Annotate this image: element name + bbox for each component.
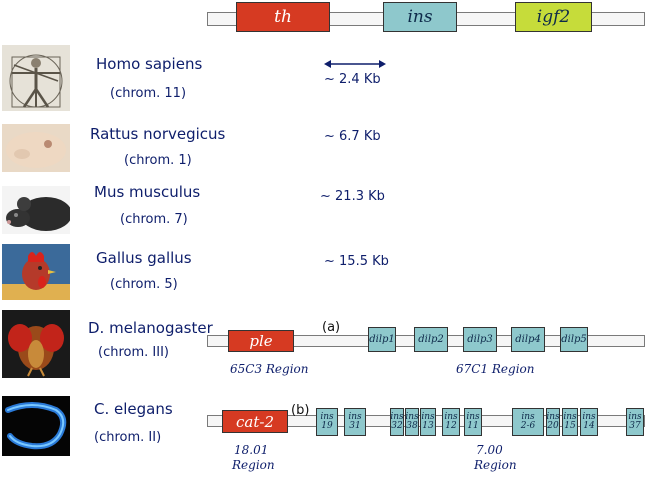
celegans-region-left-line1: 18.01: [234, 443, 269, 457]
mouse-photo: [2, 186, 70, 234]
dmel-gene-dilp4: dilp4: [511, 327, 545, 352]
ins11-num: 11: [467, 421, 479, 431]
ins11-name: ins: [466, 412, 480, 422]
gene-igf2: igf2: [515, 2, 592, 32]
distance-double-arrow: [324, 60, 386, 68]
celegans-region-left-line2: Region: [232, 458, 275, 472]
species-name-mus: Mus musculus: [94, 183, 201, 201]
dmel-gene-dilp1-label: dilp1: [369, 334, 395, 345]
celegans-region-right-line1: 7.00: [476, 443, 503, 457]
chrom-rattus: (chrom. 1): [124, 153, 192, 168]
gene-igf2-label: igf2: [536, 7, 571, 27]
dmel-gene-dilp2: dilp2: [414, 327, 448, 352]
dmel-gene-ple: ple: [228, 330, 294, 352]
ins31-num: 31: [349, 421, 361, 431]
species-name-celegans: C. elegans: [94, 400, 173, 418]
dmel-gene-dilp3: dilp3: [463, 327, 497, 352]
ins12-num: 12: [445, 421, 457, 431]
ins12-name: ins: [444, 412, 458, 422]
celegans-gene-cat2-label: cat-2: [236, 412, 274, 431]
ins32-num: 32: [391, 421, 403, 431]
ins13-name: ins: [421, 412, 435, 422]
ins37-num: 37: [629, 421, 641, 431]
species-name-gallus: Gallus gallus: [96, 249, 192, 267]
distance-gallus: ~ 15.5 Kb: [324, 254, 389, 269]
ins38-num: 38: [406, 421, 418, 431]
gene-ins: ins: [383, 2, 457, 32]
rat-photo: [2, 124, 70, 172]
dmel-gene-dilp4-label: dilp4: [515, 334, 541, 345]
ins15-num: 15: [564, 421, 576, 431]
chrom-homo-sapiens: (chrom. 11): [110, 86, 187, 101]
ins2-6-num: 2-6: [520, 421, 536, 431]
distance-rattus: ~ 6.7 Kb: [324, 129, 381, 144]
ins19-name: ins: [320, 412, 334, 422]
ins15-name: ins: [563, 412, 577, 422]
dmel-gene-dilp5-label: dilp5: [561, 334, 587, 345]
dmel-gene-dilp2-label: dilp2: [418, 334, 444, 345]
species-name-dmel: D. melanogaster: [88, 319, 213, 337]
celegans-gene-cat2: cat-2: [222, 410, 288, 433]
ins20-num: 20: [547, 421, 559, 431]
chrom-celegans: (chrom. II): [94, 430, 162, 445]
ins14-name: ins: [582, 412, 596, 422]
gene-th-label: th: [274, 7, 292, 27]
ins20-name: ins: [546, 412, 560, 422]
ins38-name: ins: [405, 412, 419, 422]
chrom-gallus: (chrom. 5): [110, 277, 178, 292]
ins2-6-name: ins: [521, 412, 535, 422]
ins37-name: ins: [628, 412, 642, 422]
chrom-dmel: (chrom. III): [98, 345, 169, 360]
chrom-mus: (chrom. 7): [120, 212, 188, 227]
vitruvian-man-photo: [2, 45, 70, 111]
species-name-homo-sapiens: Homo sapiens: [96, 55, 203, 73]
ins19-num: 19: [321, 421, 333, 431]
fruit-fly-photo: [2, 310, 70, 378]
species-name-rattus: Rattus norvegicus: [90, 125, 226, 143]
dmel-gene-dilp1: dilp1: [368, 327, 396, 352]
dmel-region-right: 67C1 Region: [456, 362, 535, 376]
distance-homo-sapiens: ~ 2.4 Kb: [324, 72, 381, 87]
ins14-num: 14: [583, 421, 595, 431]
distance-mus: ~ 21.3 Kb: [320, 189, 385, 204]
celegans-region-right-line2: Region: [474, 458, 517, 472]
dmel-gene-dilp3-label: dilp3: [467, 334, 493, 345]
worm-photo: [2, 396, 70, 456]
dmel-gene-ple-label: ple: [249, 332, 273, 350]
gene-th: th: [236, 2, 330, 32]
rooster-photo: [2, 244, 70, 300]
ins13-num: 13: [422, 421, 434, 431]
dmel-region-left: 65C3 Region: [230, 362, 309, 376]
dmel-label-a: (a): [322, 320, 341, 335]
ins32-name: ins: [390, 412, 404, 422]
ins31-name: ins: [348, 412, 362, 422]
dmel-gene-dilp5: dilp5: [560, 327, 588, 352]
celegans-label-b: (b): [291, 403, 310, 418]
gene-ins-label: ins: [407, 7, 433, 27]
